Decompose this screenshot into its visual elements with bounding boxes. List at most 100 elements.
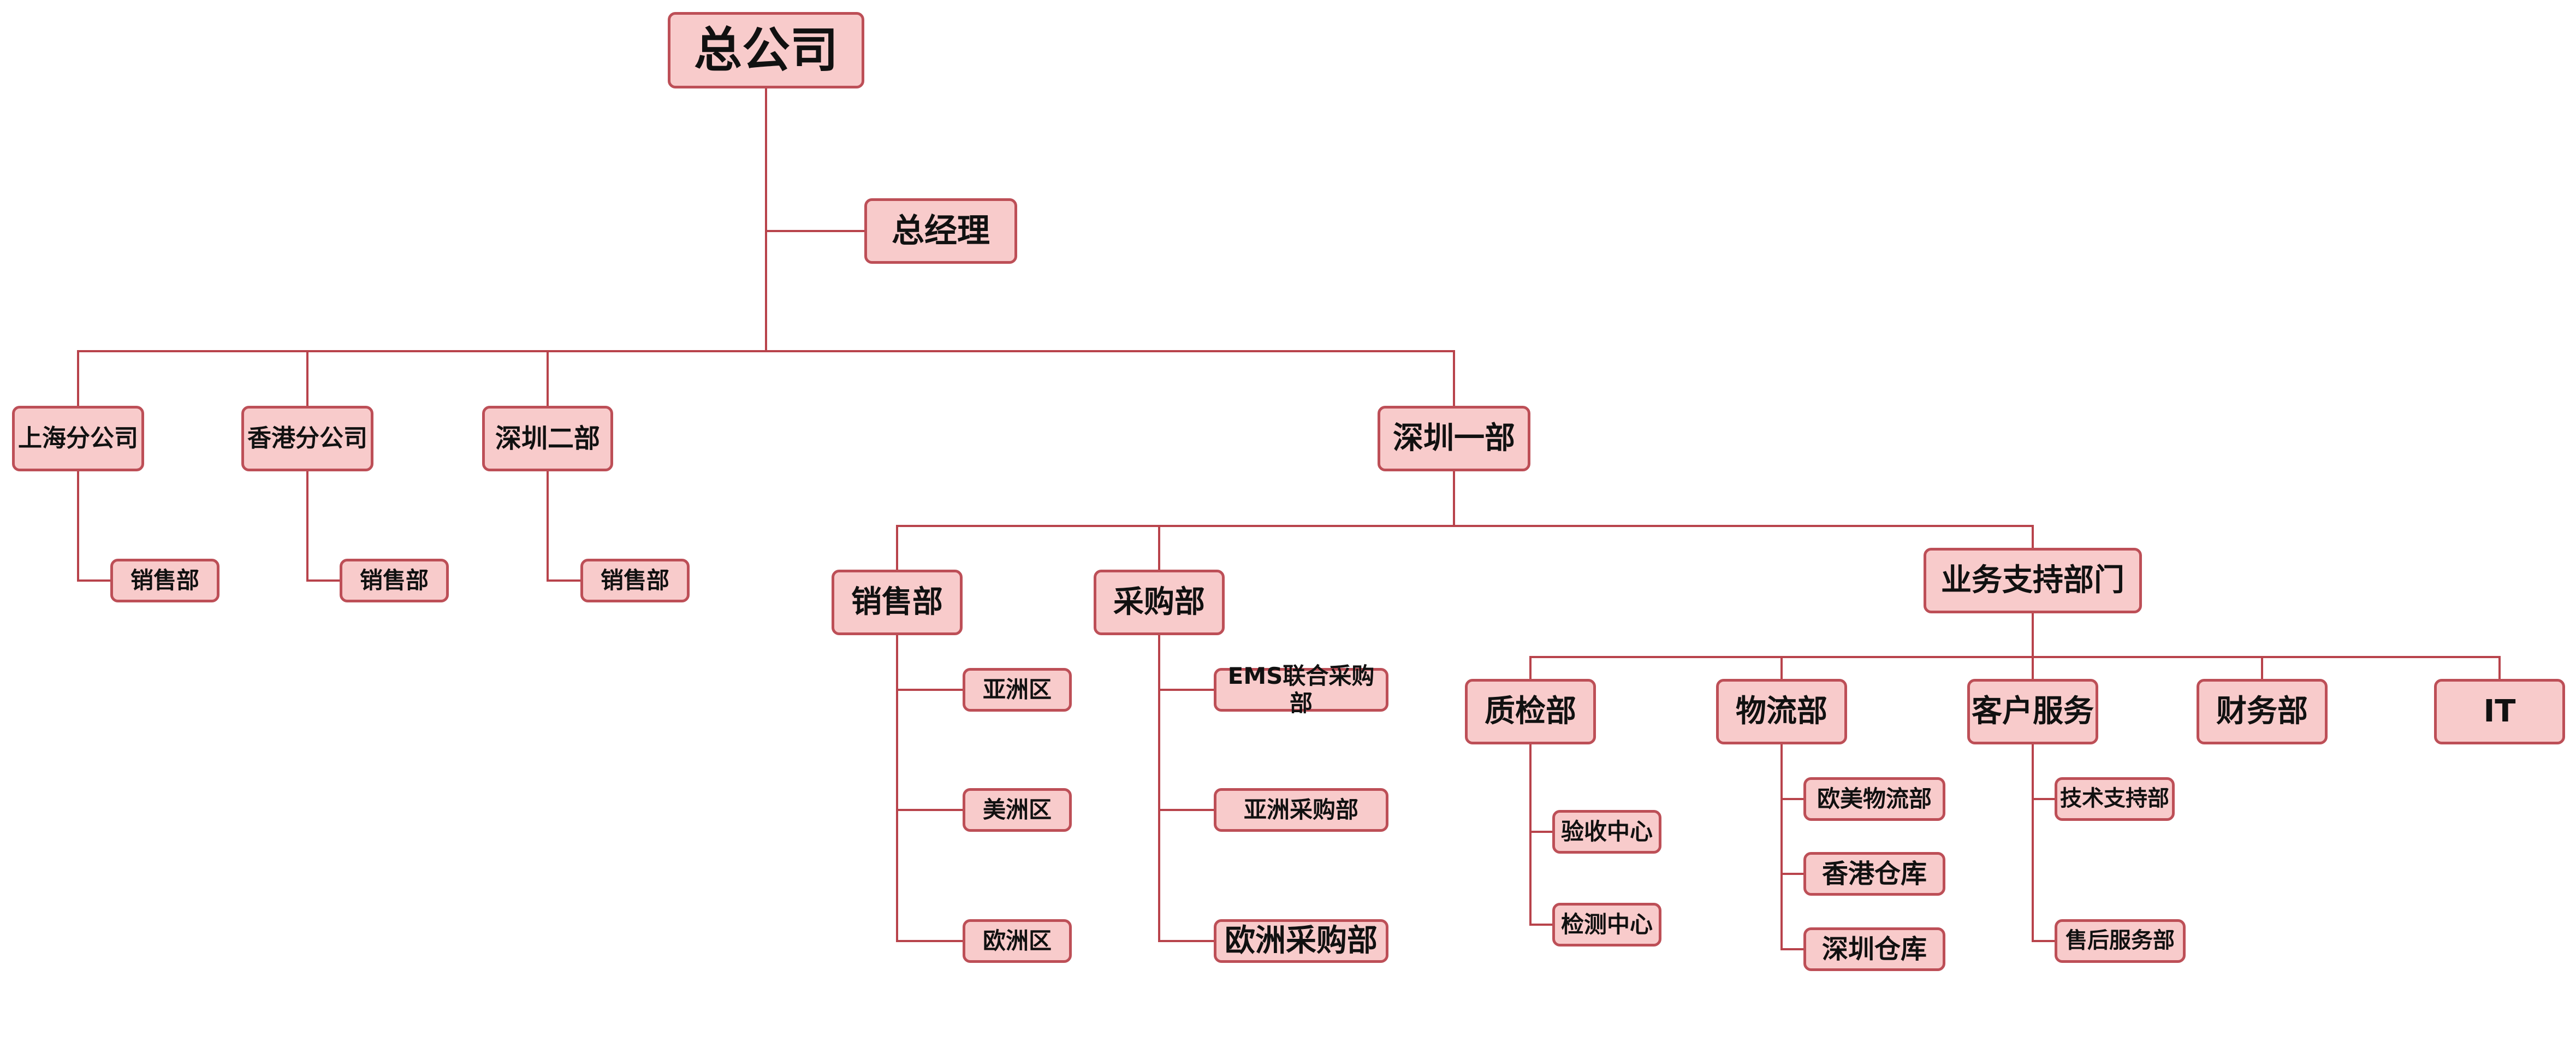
node-testing-center-label: 检测中心 xyxy=(1560,911,1653,938)
connector-trunk-sz1-sales xyxy=(896,634,898,942)
node-logistics-label: 物流部 xyxy=(1736,693,1827,729)
node-customer-service: 客户服务 xyxy=(1967,679,2098,744)
connector-drop-sz1-sales xyxy=(896,525,898,571)
connector-link-testing xyxy=(1529,924,1553,926)
connector-trunk-shenzhen2 xyxy=(547,470,549,582)
node-europe-purchasing-label: 欧洲采购部 xyxy=(1225,922,1378,959)
node-customer-service-label: 客户服务 xyxy=(1972,693,2094,729)
node-euro-american-logistics-label: 欧美物流部 xyxy=(1817,785,1932,813)
node-finance-label: 财务部 xyxy=(2216,693,2308,729)
node-it: IT xyxy=(2434,679,2565,744)
node-sz1-purchasing: 采购部 xyxy=(1094,570,1225,635)
node-sz1-sales-label: 销售部 xyxy=(851,584,943,620)
node-region-asia-label: 亚洲区 xyxy=(982,676,1052,703)
connector-drop-hongkong xyxy=(306,350,308,407)
node-ems-purchasing: EMS联合采购部 xyxy=(1214,662,1388,717)
connector-drop-shenzhen1 xyxy=(1453,350,1455,407)
node-hongkong-warehouse-label: 香港仓库 xyxy=(1821,858,1927,889)
node-hongkong-warehouse: 香港仓库 xyxy=(1803,852,1945,896)
node-shanghai-sales: 销售部 xyxy=(110,559,219,602)
node-europe-purchasing: 欧洲采购部 xyxy=(1214,919,1388,963)
connector-link-euro-logistics xyxy=(1780,798,1805,800)
node-general-manager: 总经理 xyxy=(864,198,1017,264)
node-shanghai-sales-label: 销售部 xyxy=(130,567,199,594)
node-hongkong-sales: 销售部 xyxy=(340,559,449,602)
node-shenzhen-warehouse: 深圳仓库 xyxy=(1803,927,1945,971)
connector-link-shenzhen2-sales xyxy=(547,579,581,582)
connector-link-asia-purchasing xyxy=(1158,809,1215,811)
node-region-americas: 美洲区 xyxy=(963,788,1072,832)
node-after-sales-label: 售后服务部 xyxy=(2065,928,2175,954)
connector-trunk-root xyxy=(765,87,767,352)
node-ems-purchasing-label: EMS联合采购部 xyxy=(1227,662,1375,717)
connector-link-shanghai-sales xyxy=(77,579,111,582)
connector-link-after-sales xyxy=(2032,940,2056,942)
connector-trunk-sz1-purchasing xyxy=(1158,634,1160,942)
node-hongkong-branch-label: 香港分公司 xyxy=(247,424,367,453)
node-it-label: IT xyxy=(2483,693,2516,729)
node-after-sales: 售后服务部 xyxy=(2055,919,2186,963)
node-quality-inspection-label: 质检部 xyxy=(1485,693,1576,729)
connector-link-americas xyxy=(896,809,964,811)
node-shanghai-branch-label: 上海分公司 xyxy=(18,424,138,453)
node-euro-american-logistics: 欧美物流部 xyxy=(1803,777,1945,821)
connector-link-europe xyxy=(896,940,964,942)
node-shenzhen-dept-2: 深圳二部 xyxy=(482,406,613,471)
connector-drop-sz1-purchasing xyxy=(1158,525,1160,571)
connector-link-asia xyxy=(896,689,964,691)
node-tech-support: 技术支持部 xyxy=(2055,777,2175,821)
connector-drop-it xyxy=(2498,656,2501,680)
connector-link-sz-warehouse xyxy=(1780,948,1805,950)
connector-link-acceptance xyxy=(1529,831,1553,833)
node-hongkong-branch: 香港分公司 xyxy=(241,406,373,471)
node-tech-support-label: 技术支持部 xyxy=(2060,786,2169,812)
connector-drop-qc xyxy=(1529,656,1532,680)
node-hongkong-sales-label: 销售部 xyxy=(359,567,429,594)
connector-trunk-qc xyxy=(1529,743,1532,926)
node-shenzhen-dept-1: 深圳一部 xyxy=(1378,406,1530,471)
node-head-office-label: 总公司 xyxy=(693,22,838,79)
connector-trunk-shenzhen1 xyxy=(1453,470,1455,527)
node-asia-purchasing-label: 亚洲采购部 xyxy=(1243,796,1358,824)
node-acceptance-center-label: 验收中心 xyxy=(1560,818,1653,845)
node-shenzhen2-sales: 销售部 xyxy=(580,559,690,602)
node-sz1-sales: 销售部 xyxy=(832,570,963,635)
node-acceptance-center: 验收中心 xyxy=(1552,810,1661,854)
node-shenzhen-warehouse-label: 深圳仓库 xyxy=(1821,933,1927,965)
node-region-europe: 欧洲区 xyxy=(963,919,1072,963)
connector-link-europe-purchasing xyxy=(1158,940,1215,942)
node-shenzhen2-sales-label: 销售部 xyxy=(600,567,669,594)
node-shanghai-branch: 上海分公司 xyxy=(12,406,144,471)
node-head-office: 总公司 xyxy=(668,12,864,88)
node-shenzhen-dept-2-label: 深圳二部 xyxy=(495,423,600,454)
connector-gm-link xyxy=(765,230,865,232)
node-region-americas-label: 美洲区 xyxy=(982,796,1052,824)
connector-trunk-customer-service xyxy=(2032,743,2034,942)
node-logistics: 物流部 xyxy=(1716,679,1847,744)
connector-trunk-logistics xyxy=(1780,743,1783,950)
connector-drop-logistics xyxy=(1780,656,1783,680)
connector-drop-shanghai xyxy=(77,350,79,407)
connector-bus-business-support xyxy=(1529,656,2501,658)
connector-link-ems xyxy=(1158,689,1215,691)
connector-drop-shenzhen2 xyxy=(547,350,549,407)
connector-bus-shenzhen1 xyxy=(896,525,2034,527)
connector-drop-business-support xyxy=(2032,525,2034,549)
node-region-asia: 亚洲区 xyxy=(963,668,1072,712)
node-business-support: 业务支持部门 xyxy=(1924,548,2142,613)
node-region-europe-label: 欧洲区 xyxy=(982,927,1052,955)
node-business-support-label: 业务支持部门 xyxy=(1941,562,2124,598)
connector-drop-finance xyxy=(2261,656,2263,680)
connector-bus-level1 xyxy=(77,350,1455,352)
connector-trunk-hongkong xyxy=(306,470,308,582)
connector-link-hongkong-sales xyxy=(306,579,341,582)
node-testing-center: 检测中心 xyxy=(1552,903,1661,946)
node-sz1-purchasing-label: 采购部 xyxy=(1113,584,1205,620)
connector-drop-customer-service xyxy=(2032,656,2034,680)
connector-link-tech-support xyxy=(2032,798,2056,800)
connector-trunk-business-support xyxy=(2032,612,2034,658)
node-shenzhen-dept-1-label: 深圳一部 xyxy=(1393,420,1515,456)
node-general-manager-label: 总经理 xyxy=(892,211,990,250)
node-asia-purchasing: 亚洲采购部 xyxy=(1214,788,1388,832)
